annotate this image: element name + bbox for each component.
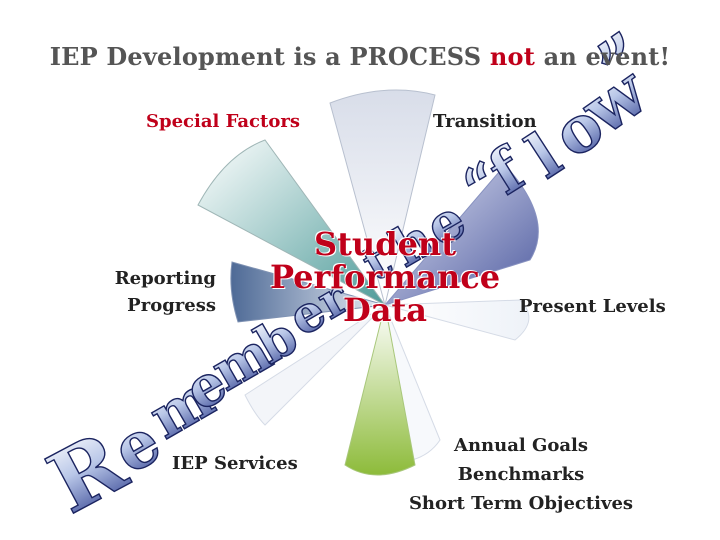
blade-transition — [329, 89, 436, 306]
blade-right-light — [384, 299, 530, 341]
label-benchmarks: Benchmarks — [457, 464, 585, 485]
label-iep-services: IEP Services — [172, 453, 298, 474]
label-reporting-progress-line1: Reporting — [114, 268, 216, 289]
slide-title: IEP Development is a PROCESS not an even… — [0, 42, 720, 71]
label-present-levels: Present Levels — [519, 296, 666, 317]
blade-present-levels — [383, 164, 539, 306]
center-line2: Performance — [269, 258, 501, 296]
label-goals-group: Annual Goals Benchmarks Short Term Objec… — [382, 431, 660, 518]
label-short-term-objectives: Short Term Objectives — [408, 493, 634, 514]
center-line3: Data — [343, 291, 427, 329]
title-part1: IEP Development is a PROCESS — [49, 42, 490, 71]
label-reporting-progress: Reporting Progress — [88, 265, 216, 319]
title-emphasis: not — [489, 42, 536, 71]
label-transition: Transition — [433, 111, 537, 132]
center-label: Student Performance Data — [240, 228, 530, 327]
title-part2: an event! — [535, 42, 671, 71]
label-annual-goals: Annual Goals — [453, 435, 588, 456]
blade-iep-services — [344, 304, 416, 476]
label-reporting-progress-line2: Progress — [127, 295, 216, 316]
blade-special-factors — [197, 139, 386, 306]
label-special-factors: Special Factors — [146, 111, 300, 132]
center-line1: Student — [314, 225, 456, 263]
blade-lower-left — [244, 304, 386, 426]
pinwheel — [197, 89, 539, 476]
blade-reporting-progress — [230, 261, 386, 323]
